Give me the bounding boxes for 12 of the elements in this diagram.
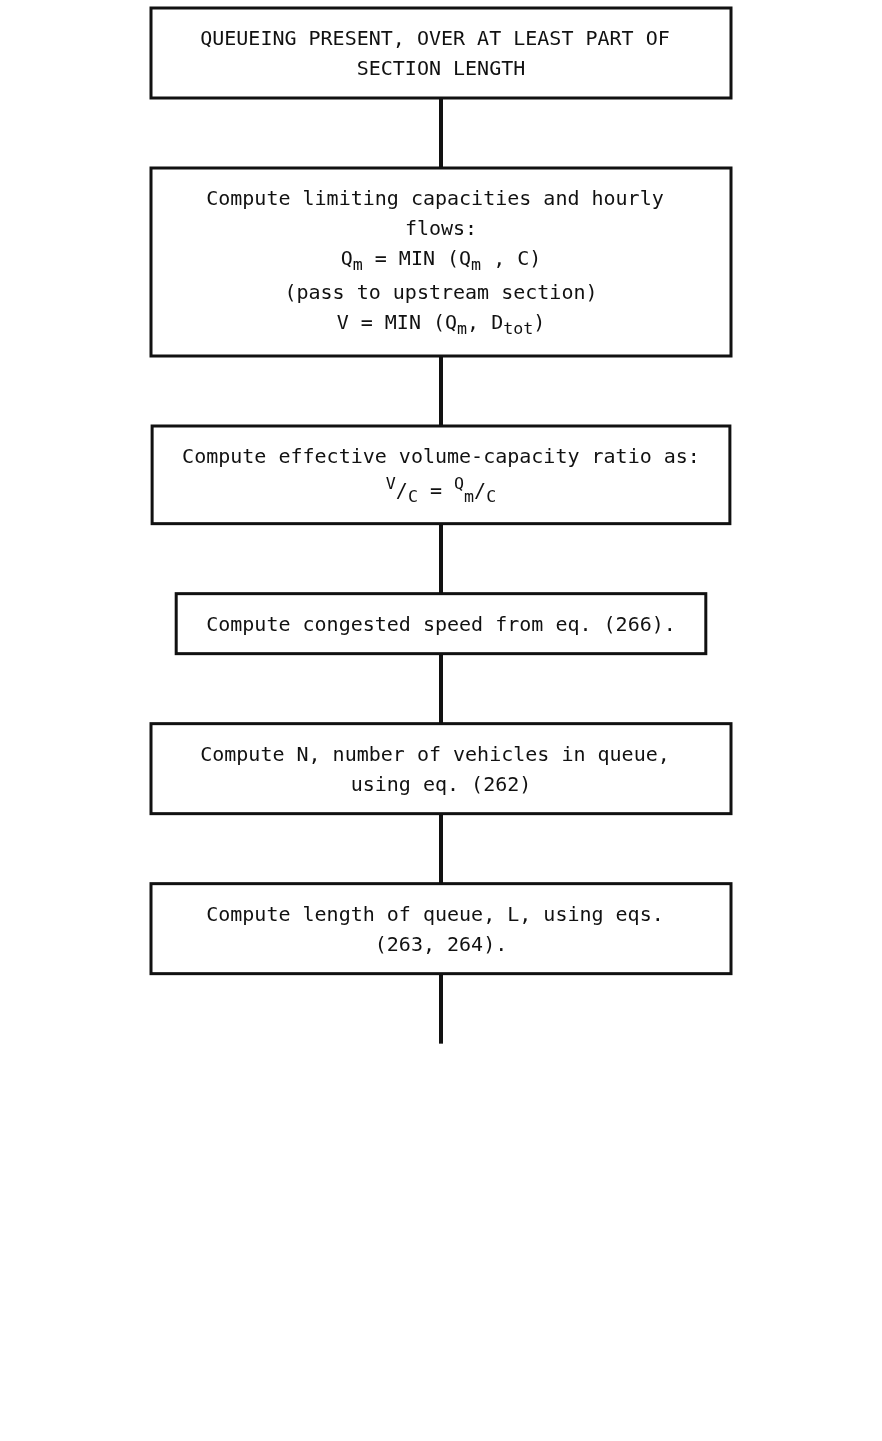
node-box: Compute length of queue, L, using eqs. (263, 264). (149, 882, 733, 976)
node-box: QUEUEING PRESENT, OVER AT LEAST PART OF SECTION LENGTH (149, 6, 733, 100)
node-box: Compute N, number of vehicles in queue, using eq. (262) (149, 722, 733, 816)
connector (439, 813, 443, 884)
node-box: Compute effective volume-capacity ratio as: $^{V}$/$_{C}$ = $^{Q}$$_{m}$/$_{C}$ (150, 424, 732, 526)
node-box: Compute congested speed from eq. (266). (174, 592, 708, 656)
connector (439, 973, 443, 1044)
connector (439, 356, 443, 426)
connector (439, 653, 443, 724)
node-box: Compute limiting capacities and hourly flows: Q$_{m}$ = MIN (Q$_{m}$ , C) (pass to upstream section) V = MIN (Q$_{m}$, D$_{tot}$) (149, 166, 733, 358)
connector (439, 98, 443, 168)
connector (439, 523, 443, 594)
